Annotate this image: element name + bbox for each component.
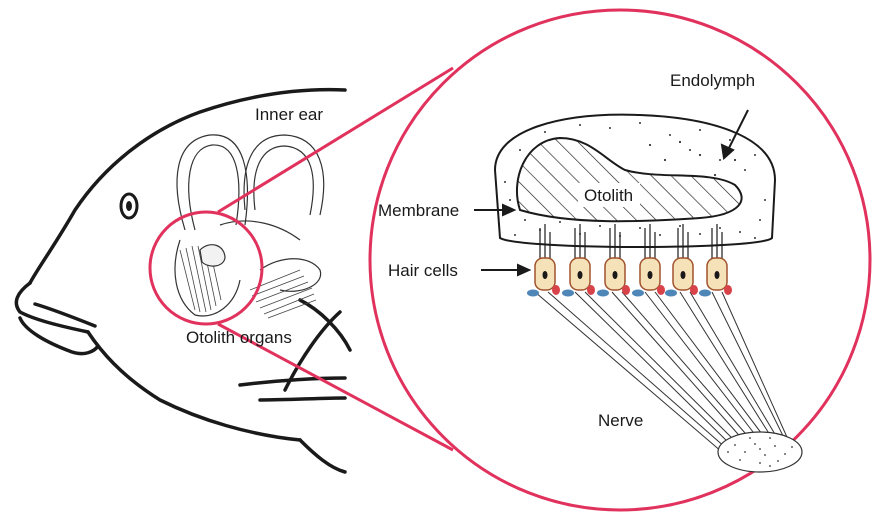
lagena bbox=[260, 259, 321, 292]
semicircular-canal-2-inner bbox=[254, 146, 313, 215]
fish-jaw-outline bbox=[88, 332, 300, 440]
membrane-label: Membrane bbox=[378, 201, 459, 220]
small-otolith bbox=[200, 245, 225, 266]
small-highlight-circle bbox=[150, 212, 262, 324]
nerve-fibers bbox=[535, 292, 795, 455]
hair-cells-label: Hair cells bbox=[388, 261, 458, 280]
inner-ear-sac bbox=[220, 221, 300, 240]
hair-cells bbox=[535, 258, 727, 290]
otolith-organs-label: Otolith organs bbox=[186, 328, 292, 347]
nerve-cross-section bbox=[718, 432, 802, 472]
inner-ear-label: Inner ear bbox=[255, 105, 323, 124]
fish-upper-lip bbox=[16, 283, 88, 332]
nerve-label: Nerve bbox=[598, 411, 643, 430]
fish-head bbox=[16, 90, 350, 472]
endolymph-label: Endolymph bbox=[670, 71, 755, 90]
fish-eye bbox=[121, 194, 137, 218]
otolith-label: Otolith bbox=[584, 186, 633, 205]
fish-pectoral-fin bbox=[240, 378, 345, 400]
fish-throat-outline bbox=[300, 440, 345, 472]
synapse-terminals bbox=[527, 285, 732, 297]
